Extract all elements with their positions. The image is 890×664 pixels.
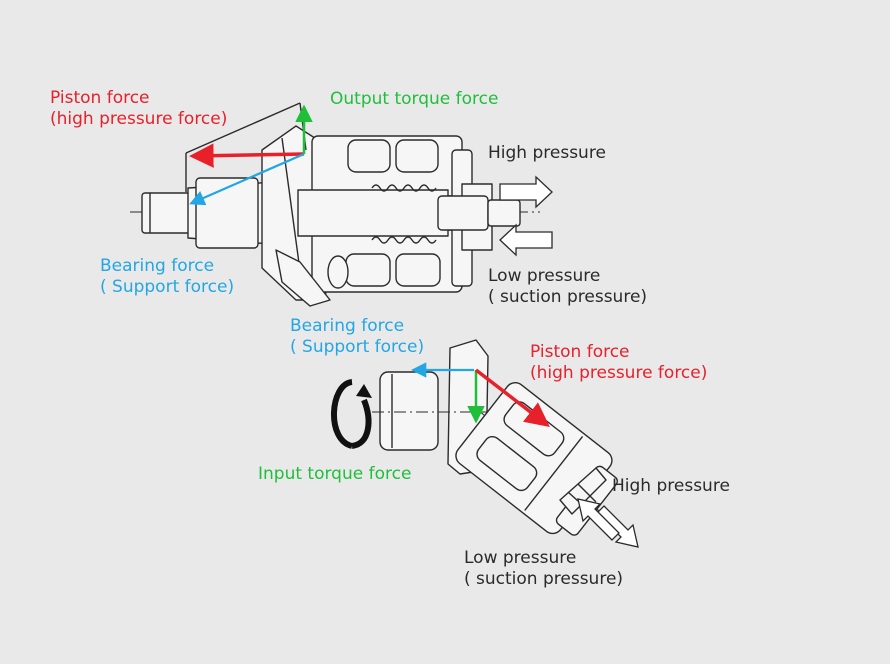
rotation-arrow-icon <box>331 379 372 449</box>
bottom-piston-force-arrow <box>474 368 550 427</box>
bottom-bearing-force-line2: ( Support force) <box>290 337 425 357</box>
top-piston-force-line1: Piston force <box>50 88 150 108</box>
bottom-low-pressure-line1: Low pressure <box>464 548 577 568</box>
top-bearing-force-line1: Bearing force <box>100 256 215 276</box>
bottom-low-pressure-label: Low pressure ( suction pressure) <box>464 548 623 590</box>
bottom-piston-force-label: Piston force (high pressure force) <box>530 342 707 384</box>
top-pump-drawing <box>130 102 540 307</box>
bottom-low-pressure-line2: ( suction pressure) <box>464 569 624 589</box>
top-piston-force-label: Piston force (high pressure force) <box>50 88 227 130</box>
bottom-bearing-force-line1: Bearing force <box>290 316 405 336</box>
top-bearing-force-line2: ( Support force) <box>100 277 235 297</box>
top-low-pressure-line2: ( suction pressure) <box>488 287 648 307</box>
top-low-pressure-line1: Low pressure <box>488 266 601 286</box>
top-piston-force-line2: (high pressure force) <box>50 109 228 129</box>
top-low-pressure-label: Low pressure ( suction pressure) <box>488 266 647 308</box>
output-torque-force-label: Output torque force <box>330 89 499 109</box>
top-flow-arrow-icons <box>499 175 553 257</box>
top-force-arrows <box>189 104 313 206</box>
top-piston-force-arrow <box>189 143 305 168</box>
flow-arrow-icon <box>577 498 620 541</box>
input-torque-force-label: Input torque force <box>258 464 412 484</box>
top-bearing-force-arrow <box>189 152 305 206</box>
bottom-piston-force-line2: (high pressure force) <box>530 363 708 383</box>
bottom-flow-arrow-icons <box>577 498 639 548</box>
top-bearing-force-label: Bearing force ( Support force) <box>100 256 234 298</box>
bottom-high-pressure-label: High pressure <box>612 476 730 496</box>
bottom-force-arrows <box>410 362 550 427</box>
flow-arrow-icon <box>499 175 553 209</box>
bottom-piston-force-line1: Piston force <box>530 342 630 362</box>
flow-arrow-icon <box>499 223 553 257</box>
top-high-pressure-label: High pressure <box>488 143 606 163</box>
bottom-bearing-force-label: Bearing force ( Support force) <box>290 316 424 358</box>
